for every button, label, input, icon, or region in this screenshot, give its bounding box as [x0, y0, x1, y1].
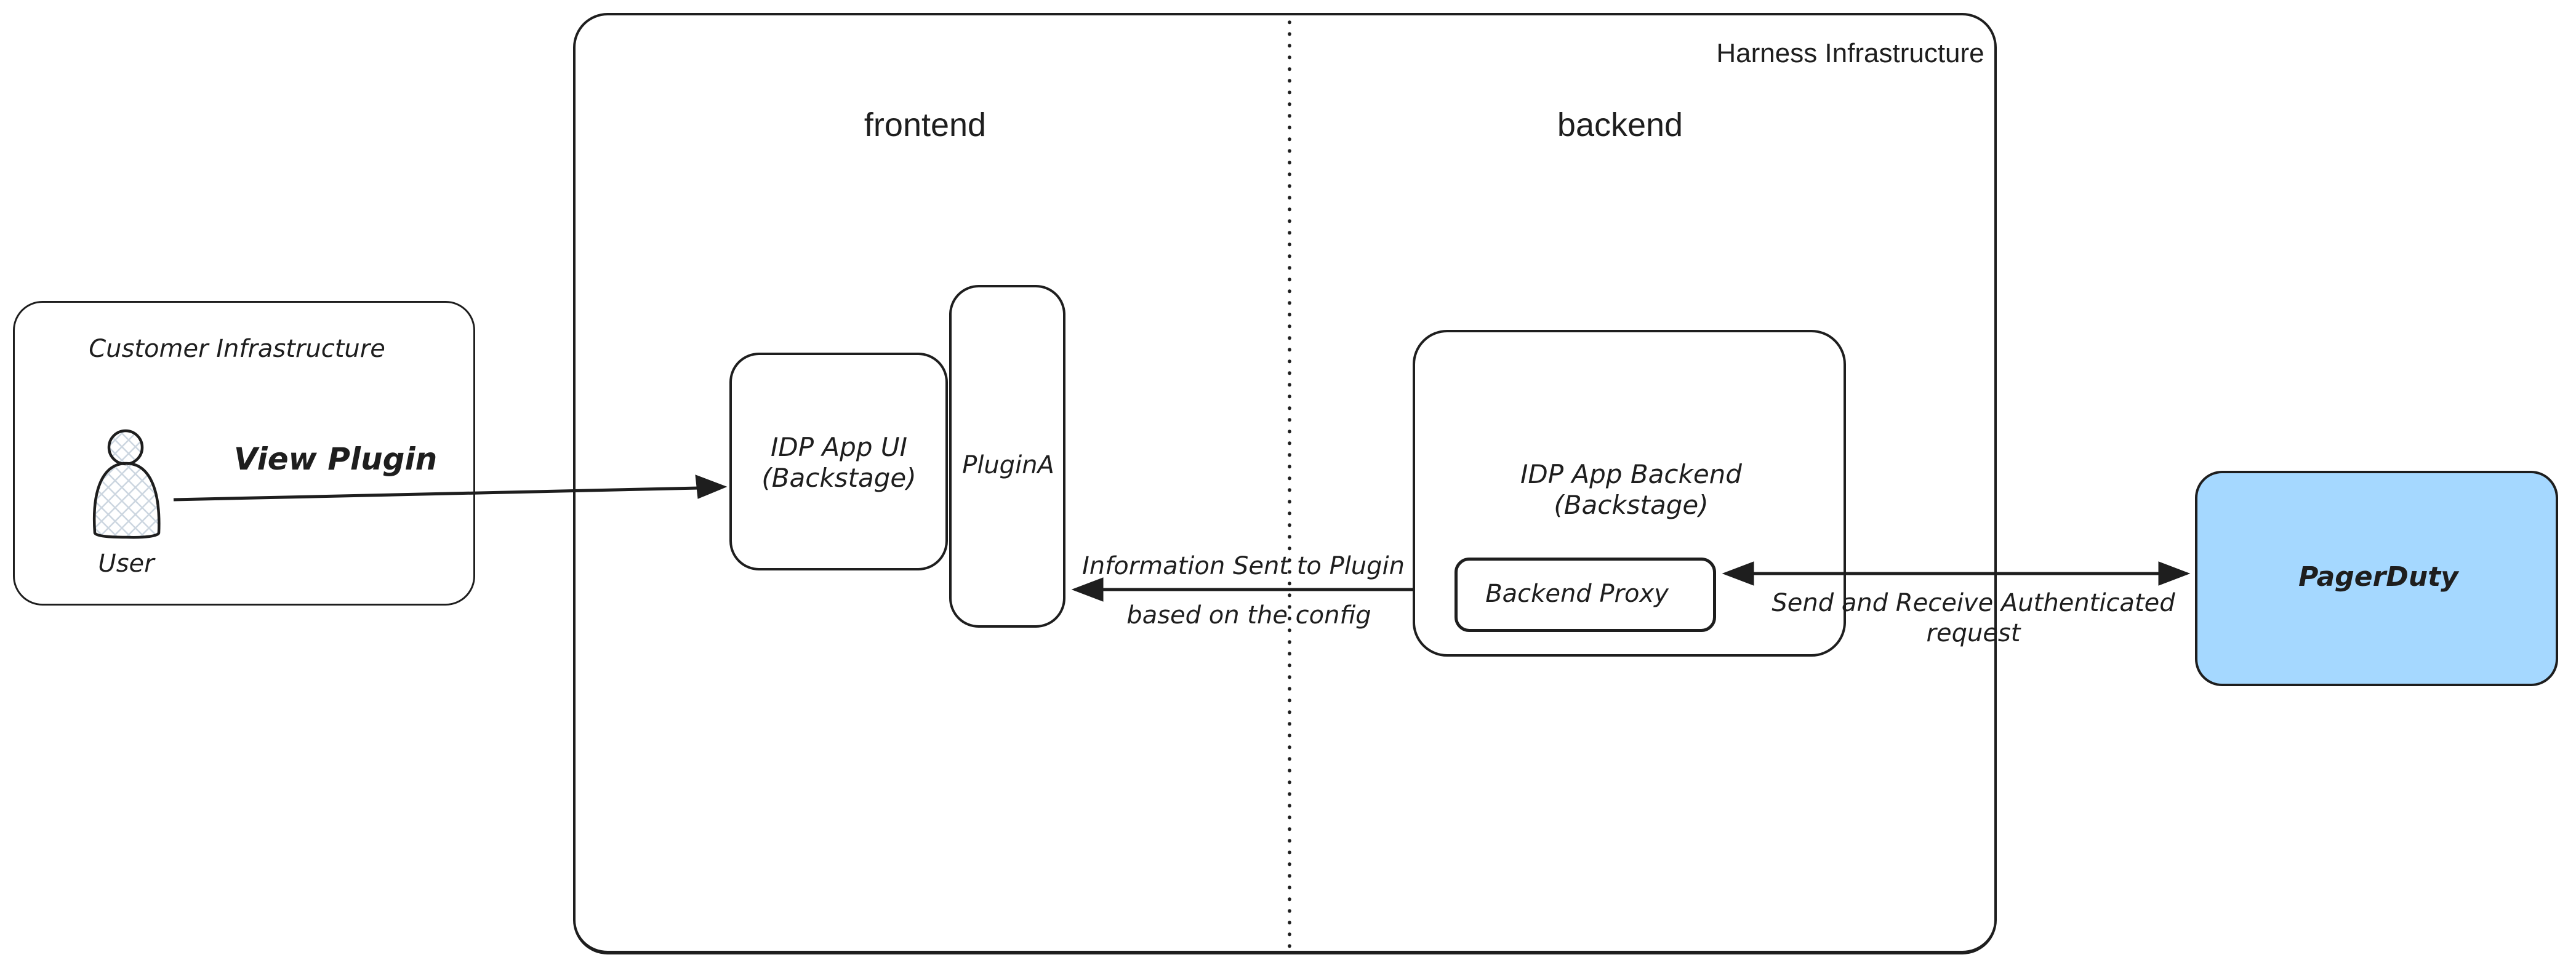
idp-app-backend-box — [1413, 330, 1846, 657]
info-sent-label-line1: Information Sent to Plugin — [1081, 552, 1405, 580]
section-label-backend: backend — [1557, 106, 1683, 143]
pagerduty-box — [2195, 471, 2558, 686]
customer-infrastructure-box — [13, 301, 475, 606]
auth-request-label: Send and Receive Authenticated request — [1772, 589, 2175, 647]
customer-infrastructure-title: Customer Infrastructure — [89, 335, 385, 363]
harness-infrastructure-box — [573, 13, 1997, 954]
plugin-a-label: PluginA — [962, 451, 1054, 479]
pagerduty-label: PagerDuty — [2298, 561, 2458, 593]
backend-proxy-label: Backend Proxy — [1485, 580, 1669, 608]
idp-app-ui-label: IDP App UI (Backstage) — [761, 432, 917, 493]
harness-infrastructure-title: Harness Infrastructure — [1716, 38, 1984, 68]
idp-app-ui-box — [729, 353, 948, 570]
user-label: User — [98, 550, 154, 578]
view-plugin-arrow-label: View Plugin — [233, 441, 438, 477]
info-sent-label-line2: based on the config — [1126, 601, 1371, 630]
idp-app-backend-label: IDP App Backend (Backstage) — [1520, 459, 1742, 520]
plugin-a-box — [949, 285, 1065, 628]
section-label-frontend: frontend — [864, 106, 987, 143]
backend-proxy-box — [1455, 558, 1716, 632]
